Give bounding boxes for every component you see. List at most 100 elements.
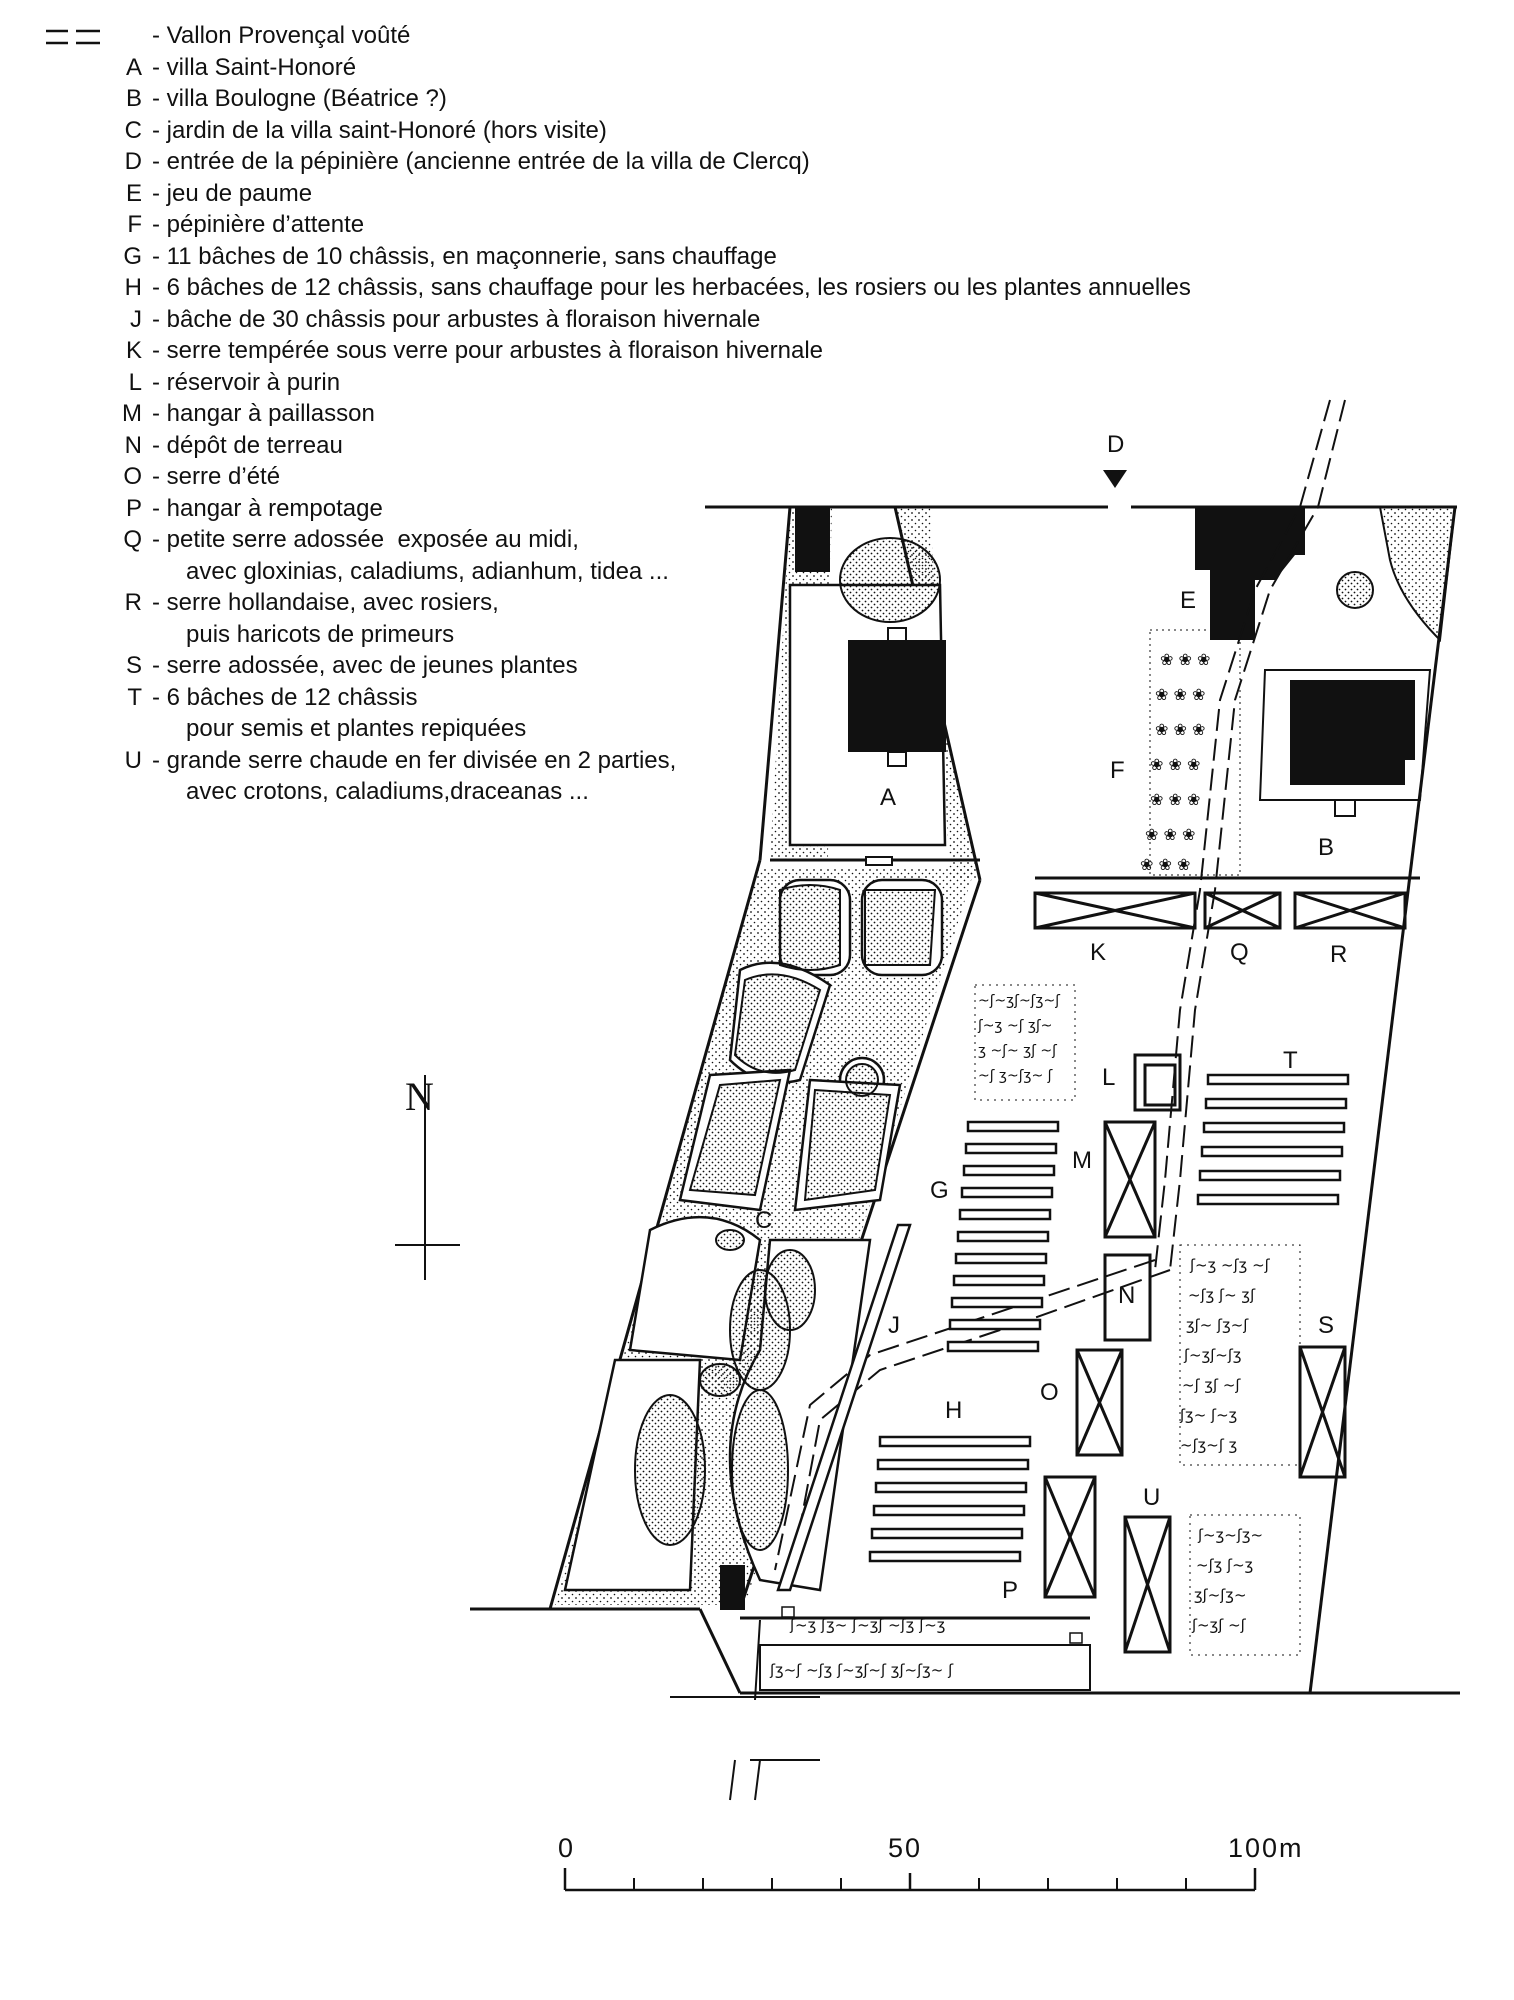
legend-code: P (125, 494, 142, 522)
south-kink (698, 1608, 742, 1694)
legend-text: - hangar à rempotage (152, 494, 383, 522)
label-g: G (930, 1177, 949, 1204)
legend-code: R (124, 589, 142, 616)
svg-text:~ʃ ʒ~ʃʒ~ ʃ: ~ʃ ʒ~ʃʒ~ ʃ (978, 1068, 1053, 1084)
svg-text:~ʃ ʒʃ ~ʃ: ~ʃ ʒʃ ~ʃ (1182, 1376, 1241, 1394)
legend-text: - jeu de paume (152, 179, 313, 207)
legend-code: C (124, 116, 142, 144)
planted-beds-east: ʃ~ʒ ~ʃʒ ~ʃ ~ʃʒ ʃ~ ʒʃ ʒʃ~ ʃʒ~ʃ ʃ~ʒʃ~ʃʒ ~ʃ… (1179, 1244, 1301, 1656)
legend-text-continued: pour semis et plantes repiquées (186, 715, 527, 742)
svg-text:ʒʃ~ʃʒ~: ʒʃ~ʃʒ~ (1194, 1586, 1247, 1604)
legend-text: - serre d’été (152, 463, 281, 490)
scale-label-50: 50 (888, 1833, 922, 1863)
greenhouse-row-kqr (1033, 876, 1420, 930)
svg-text:❀ ❀ ❀: ❀ ❀ ❀ (1140, 855, 1190, 874)
label-o: O (1040, 1379, 1059, 1406)
legend: - Vallon Provençal voûté A - villa Saint-… (46, 20, 1460, 808)
beds-t (1196, 1073, 1350, 1206)
legend-text: - bâche de 30 châssis pour arbustes à fl… (152, 305, 761, 333)
vallon-dash-icon (46, 29, 100, 45)
svg-text:ʒ ~ʃ~ ʒʃ ~ʃ: ʒ ~ʃ~ ʒʃ ~ʃ (978, 1043, 1057, 1059)
villa-a (770, 507, 980, 866)
label-s: S (1318, 1312, 1334, 1339)
legend-code: S (125, 652, 142, 679)
legend-text: - pépinière d’attente (152, 211, 365, 238)
label-a: A (880, 784, 896, 811)
legend-code: M (122, 400, 142, 427)
legend-text: - serre hollandaise, avec rosiers, (152, 589, 499, 616)
scale-bar: 0 50 100m (558, 1833, 1302, 1892)
svg-text:❀ ❀ ❀: ❀ ❀ ❀ (1145, 825, 1195, 844)
scale-label-0: 0 (558, 1833, 575, 1863)
legend-entry-r: R - serre hollandaise, avec rosiers, (60, 587, 1460, 619)
legend-code: H (124, 274, 142, 301)
label-k: K (1090, 939, 1106, 966)
legend-entry-g: G - 11 bâches de 10 châssis, en maçonneri… (60, 241, 1460, 273)
legend-text: - serre tempérée sous verre pour arbuste… (152, 337, 823, 364)
legend-text: - jardin de la villa saint-Honoré (hors … (152, 116, 607, 144)
vallon-label: - Vallon Provençal voûté (152, 22, 411, 49)
legend-entry-b: B- villa Boulogne (Béatrice ?) (60, 83, 1460, 115)
svg-text:~ʃ~ʒʃ~ʃʒ~ʃ: ~ʃ~ʒʃ~ʃʒ~ʃ (978, 993, 1060, 1009)
label-q: Q (1230, 939, 1249, 966)
svg-text:ʃ~ʒʃ~ʃʒ: ʃ~ʒʃ~ʃʒ (1183, 1346, 1242, 1364)
legend-entry-f: F - pépinière d’attente (60, 209, 1460, 241)
legend-code: B (125, 85, 142, 112)
label-p: P (1002, 1577, 1018, 1604)
vallon-path (774, 399, 1346, 1581)
legend-text: - entrée de la pépinière (ancienne entré… (152, 148, 810, 175)
nursery-f: ❀ ❀ ❀ ❀ ❀ ❀ ❀ ❀ ❀ ❀ ❀ ❀ ❀ ❀ ❀ ❀ ❀ ❀ ❀ ❀ … (1140, 629, 1241, 876)
beds-h (868, 1435, 1032, 1563)
label-r: R (1330, 941, 1347, 968)
legend-text: - petite serre adossée exposée au midi, (152, 526, 579, 553)
legend-code: U (124, 746, 142, 774)
label-j: J (888, 1312, 900, 1339)
label-n: N (1118, 1282, 1135, 1309)
vallon-symbol (46, 20, 152, 52)
legend-text: - villa Saint-Honoré (152, 53, 357, 81)
east-boundary (1308, 506, 1457, 1694)
legend-code: K (125, 337, 142, 364)
svg-text:ʃ~ʒ ~ʃʒ ~ʃ: ʃ~ʒ ~ʃʒ ~ʃ (1189, 1256, 1271, 1274)
bed-j (776, 1223, 912, 1592)
legend-text-continued: puis haricots de primeurs (186, 620, 455, 648)
legend-code: T (127, 683, 142, 711)
legend-code: J (130, 305, 142, 333)
label-u: U (1143, 1484, 1160, 1511)
label-e: E (1180, 587, 1196, 614)
legend-entry-k: K - serre tempérée sous verre pour arbust… (60, 335, 1460, 367)
entrance-d-marker-icon (1103, 470, 1127, 488)
planted-bed-upper: ~ʃ~ʒʃ~ʃʒ~ʃ ʃ~ʒ ~ʃ ʒʃ~ ʒ ~ʃ~ ʒʃ ~ʃ ~ʃ ʒ~ʃ… (974, 984, 1076, 1101)
svg-text:ʃʒ~ ʃ~ʒ: ʃʒ~ ʃ~ʒ (1179, 1406, 1237, 1424)
legend-entry-t: T- 6 bâches de 12 châssis (60, 682, 1460, 714)
svg-text:❀ ❀ ❀: ❀ ❀ ❀ (1150, 790, 1200, 809)
legend-entry-s: S - serre adossée, avec de jeunes plantes (60, 650, 1460, 682)
legend-text-continued: avec gloxinias, caladiums, adianhum, tid… (186, 557, 669, 585)
legend-entry-o: O- serre d’été (60, 461, 1460, 493)
service-buildings (1043, 1053, 1347, 1654)
label-b: B (1318, 834, 1334, 861)
legend-entry-p: P - hangar à rempotage (60, 493, 1460, 525)
svg-text:~ʃʒ ʃ~ ʒʃ: ~ʃʒ ʃ~ ʒʃ (1188, 1286, 1256, 1304)
legend-code: F (127, 211, 142, 238)
legend-text: - 11 bâches de 10 châssis, en maçonnerie… (152, 242, 777, 270)
svg-text:❀ ❀ ❀: ❀ ❀ ❀ (1150, 755, 1200, 774)
legend-code: A (125, 53, 142, 81)
legend-text: - 6 bâches de 12 châssis, sans chauffage… (152, 274, 1191, 301)
legend-text: - serre adossée, avec de jeunes plantes (152, 652, 578, 679)
svg-text:❀ ❀ ❀: ❀ ❀ ❀ (1155, 685, 1205, 704)
legend-code: G (123, 242, 142, 270)
label-t: T (1283, 1047, 1298, 1074)
legend-entry-a: A - villa Saint-Honoré (60, 52, 1460, 84)
svg-text:❀ ❀ ❀: ❀ ❀ ❀ (1160, 650, 1210, 669)
beds-g (946, 1120, 1060, 1353)
label-m: M (1072, 1147, 1092, 1174)
svg-text:ʃʒ~ʃ ~ʃʒ ʃ~ʒʃ~ʃ ʒʃ~ʃʒ~ ʃ: ʃʒ~ʃ ~ʃʒ ʃ~ʒʃ~ʃ ʒʃ~ʃʒ~ ʃ (769, 1661, 954, 1679)
legend-entry-n: N- dépôt de terreau (60, 430, 1460, 462)
legend-text: - grande serre chaude en fer divisée en … (152, 746, 677, 774)
south-greenhouse-strip: ʃ~ʒ ʃʒ~ ʃ~ʒʃ ~ʃʒ ʃ~ʒ ʃʒ~ʃ ~ʃʒ ʃ~ʒʃ~ʃ ʒʃ~… (759, 1606, 1091, 1691)
svg-text:ʃ~ʒ~ʃʒ~: ʃ~ʒ~ʃʒ~ (1197, 1526, 1263, 1544)
legend-entry-q: Q- petite serre adossée exposée au midi, (60, 524, 1460, 556)
